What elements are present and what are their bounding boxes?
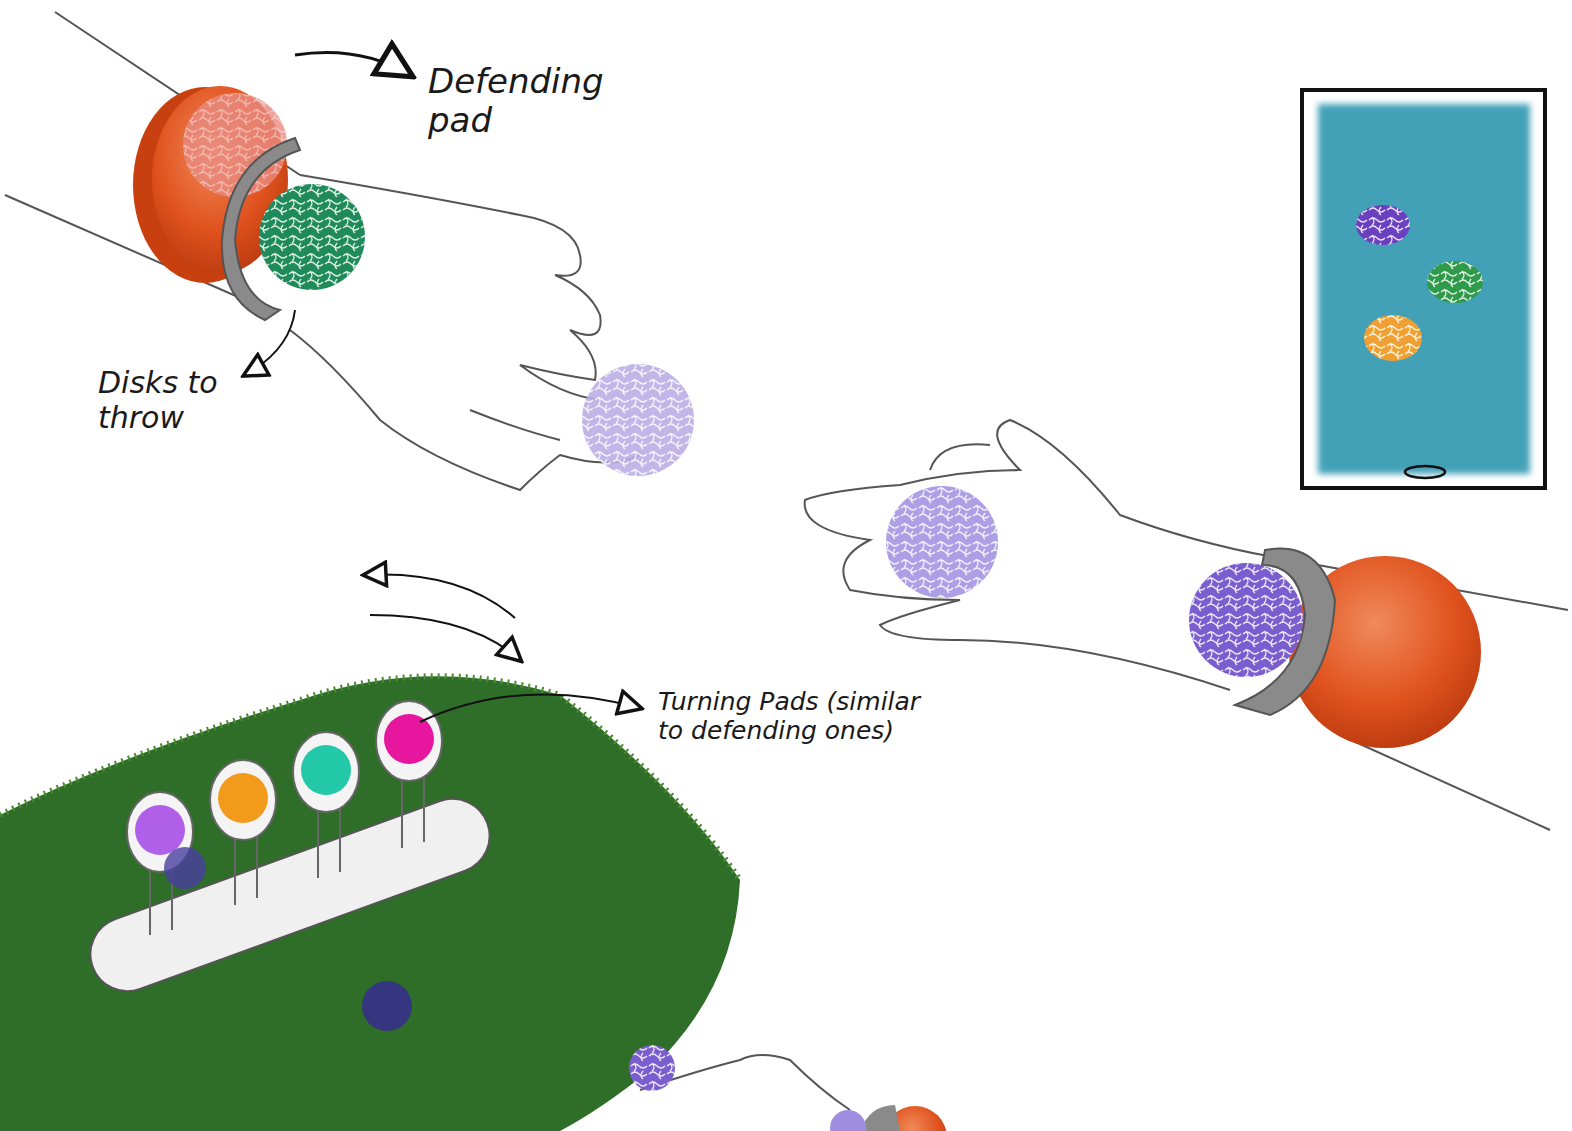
thrown-disk [362,981,412,1031]
motion-arrow [365,575,515,618]
throw-disk [582,364,694,476]
callout-label: Turning Pads (similar to defending ones) [658,688,928,746]
hand-sketch [805,420,1568,830]
throw-disk [259,184,365,290]
disk-texture [183,93,287,197]
disk-texture [886,486,998,598]
callout-label: Disks to throw [98,366,308,435]
pad-base [80,788,500,1001]
disk-texture [259,184,365,290]
hand-sketch [5,12,640,490]
phone-screen [1302,90,1545,488]
leader-arrow [245,310,295,375]
thrown-disk [164,847,206,889]
pad-disk [183,93,287,197]
leader-arrow [295,53,410,76]
motion-arrow [370,615,520,660]
throw-disk [1189,563,1303,677]
grass-field [0,676,740,1131]
disk-texture [1189,563,1303,677]
callout-label: Defending pad [428,62,628,140]
throw-disk [886,486,998,598]
hand-sketch [629,1045,947,1131]
leader-arrow [420,694,640,722]
turning-pads [127,701,442,935]
disk-texture [582,364,694,476]
